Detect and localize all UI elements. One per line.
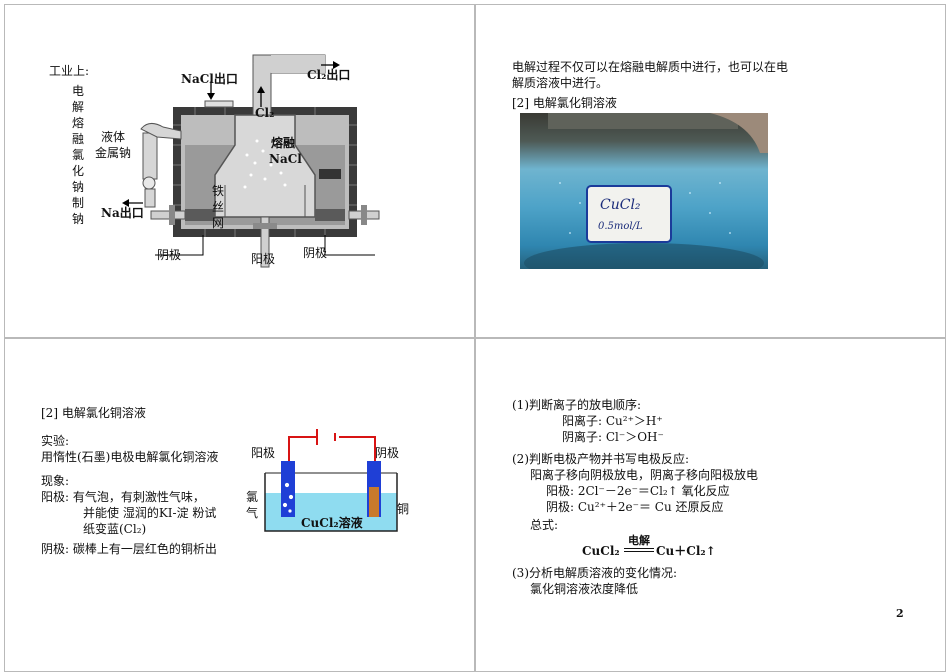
equation-equals-sign [624,548,654,552]
equation-condition-text: 电解 [628,534,650,547]
diagram-anode-label: 阳极 [251,446,276,460]
molten-nacl-label-2: NaCl [269,152,302,166]
wire-right [339,436,376,461]
migration-rule: 阳离子移向阴极放电，阴离子移向阳极放电 [530,468,759,482]
equation-right: Cu＋Cl₂↑ [656,544,716,558]
cucl2-bottle-photo: CuCl₂ 0.5mol/L [520,113,768,269]
conclusion: 氯化铜溶液浓度降低 [530,582,639,596]
experiment-desc: 用惰性(石墨)电极电解氯化铜溶液 [41,450,219,464]
na-outlet-label: Na出口 [101,206,144,220]
beaker [264,473,398,532]
slide-intro-solution: 电解过程不仅可以在熔融电解质中进行，也可以在电 解质溶液中进行。 [2] 电解氯… [475,4,946,338]
question-3: (3)分析电解质溶液的变化情况: [512,566,678,580]
bottle-label-line-1: CuCl₂ [600,197,641,213]
equation-condition: 电解 [624,535,654,552]
solution-label: CuCl₂溶液 [301,516,363,530]
industry-label: 工业上: [49,64,90,78]
chlorine-gas-label: 氯气 [245,490,258,520]
intro-line-2: 解质溶液中进行。 [512,76,609,90]
experiment-label: 实验: [41,434,70,448]
copper-deposit [369,487,379,517]
slide-analysis: (1)判断离子的放电顺序: 阳离子: Cu²⁺＞H⁺ 阴离子: Cl⁻＞OH⁻ … [475,338,946,672]
anode-observation-1: 阳极: 有气泡，有刺激性气味， [41,490,205,504]
nacl-electrolysis-diagram [122,54,380,268]
diagram-cathode-label: 阴极 [375,446,400,460]
vertical-title: 电解熔融氯化钠制钠 [71,84,84,226]
cucl2-cell-diagram [264,429,398,532]
question-2: (2)判断电极产物并书写电极反应: [512,452,690,466]
molten-nacl-label-1: 熔融 [271,136,296,150]
bottle-label-line-2: 0.5mol/L [598,221,643,232]
cathode-observation: 阴极: 碳棒上有一层红色的铜析出 [41,542,217,556]
cathode-right-label: 阴极 [303,246,328,260]
liquid-sodium-label-1: 液体 [101,130,126,144]
nacl-inlet-label: NaCl出口 [181,72,238,86]
anode-observation-2: 并能使 湿润的KI-淀 粉试 [83,506,217,520]
anode-label: 阳极 [251,252,276,266]
cathode-reaction: 阴极: Cu²⁺＋2e⁻＝ Cu 还原反应 [546,500,724,514]
anode-observation-3: 纸变蓝(Cl₂) [83,522,147,536]
liquid-sodium-label-2: 金属钠 [95,146,132,160]
bottle-label: CuCl₂ 0.5mol/L [586,185,672,243]
wire-left [288,436,317,461]
question-1: (1)判断离子的放电顺序: [512,398,642,412]
slide2-heading: [2] 电解氯化铜溶液 [512,96,617,110]
anode-reaction: 阳极: 2Cl⁻－2e⁻＝Cl₂↑ 氧化反应 [546,484,730,498]
copper-label: 铜 [397,502,410,516]
intro-line-1: 电解过程不仅可以在熔融电解质中进行，也可以在电 [512,60,789,74]
overall-label: 总式: [530,518,559,532]
anode-electrode [281,461,295,517]
slide3-heading: [2] 电解氯化铜溶液 [41,406,146,420]
phenomenon-label: 现象: [41,474,70,488]
cl2-outlet-label: Cl₂出口 [307,68,351,82]
slide-sodium-electrolysis: 工业上: 电解熔融氯化钠制钠 [4,4,475,338]
iron-mesh-label: 铁丝网 [211,184,224,230]
slide-cucl2-experiment: [2] 电解氯化铜溶液 实验: 用惰性(石墨)电极电解氯化铜溶液 现象: 阳极:… [4,338,475,672]
equation-left: CuCl₂ [582,544,620,558]
page-number: 2 [896,607,904,620]
cl2-label: Cl₂ [255,106,275,120]
anion-order: 阴离子: Cl⁻＞OH⁻ [562,430,664,444]
cathode-left-label: 阴极 [157,248,182,262]
cation-order: 阳离子: Cu²⁺＞H⁺ [562,414,663,428]
